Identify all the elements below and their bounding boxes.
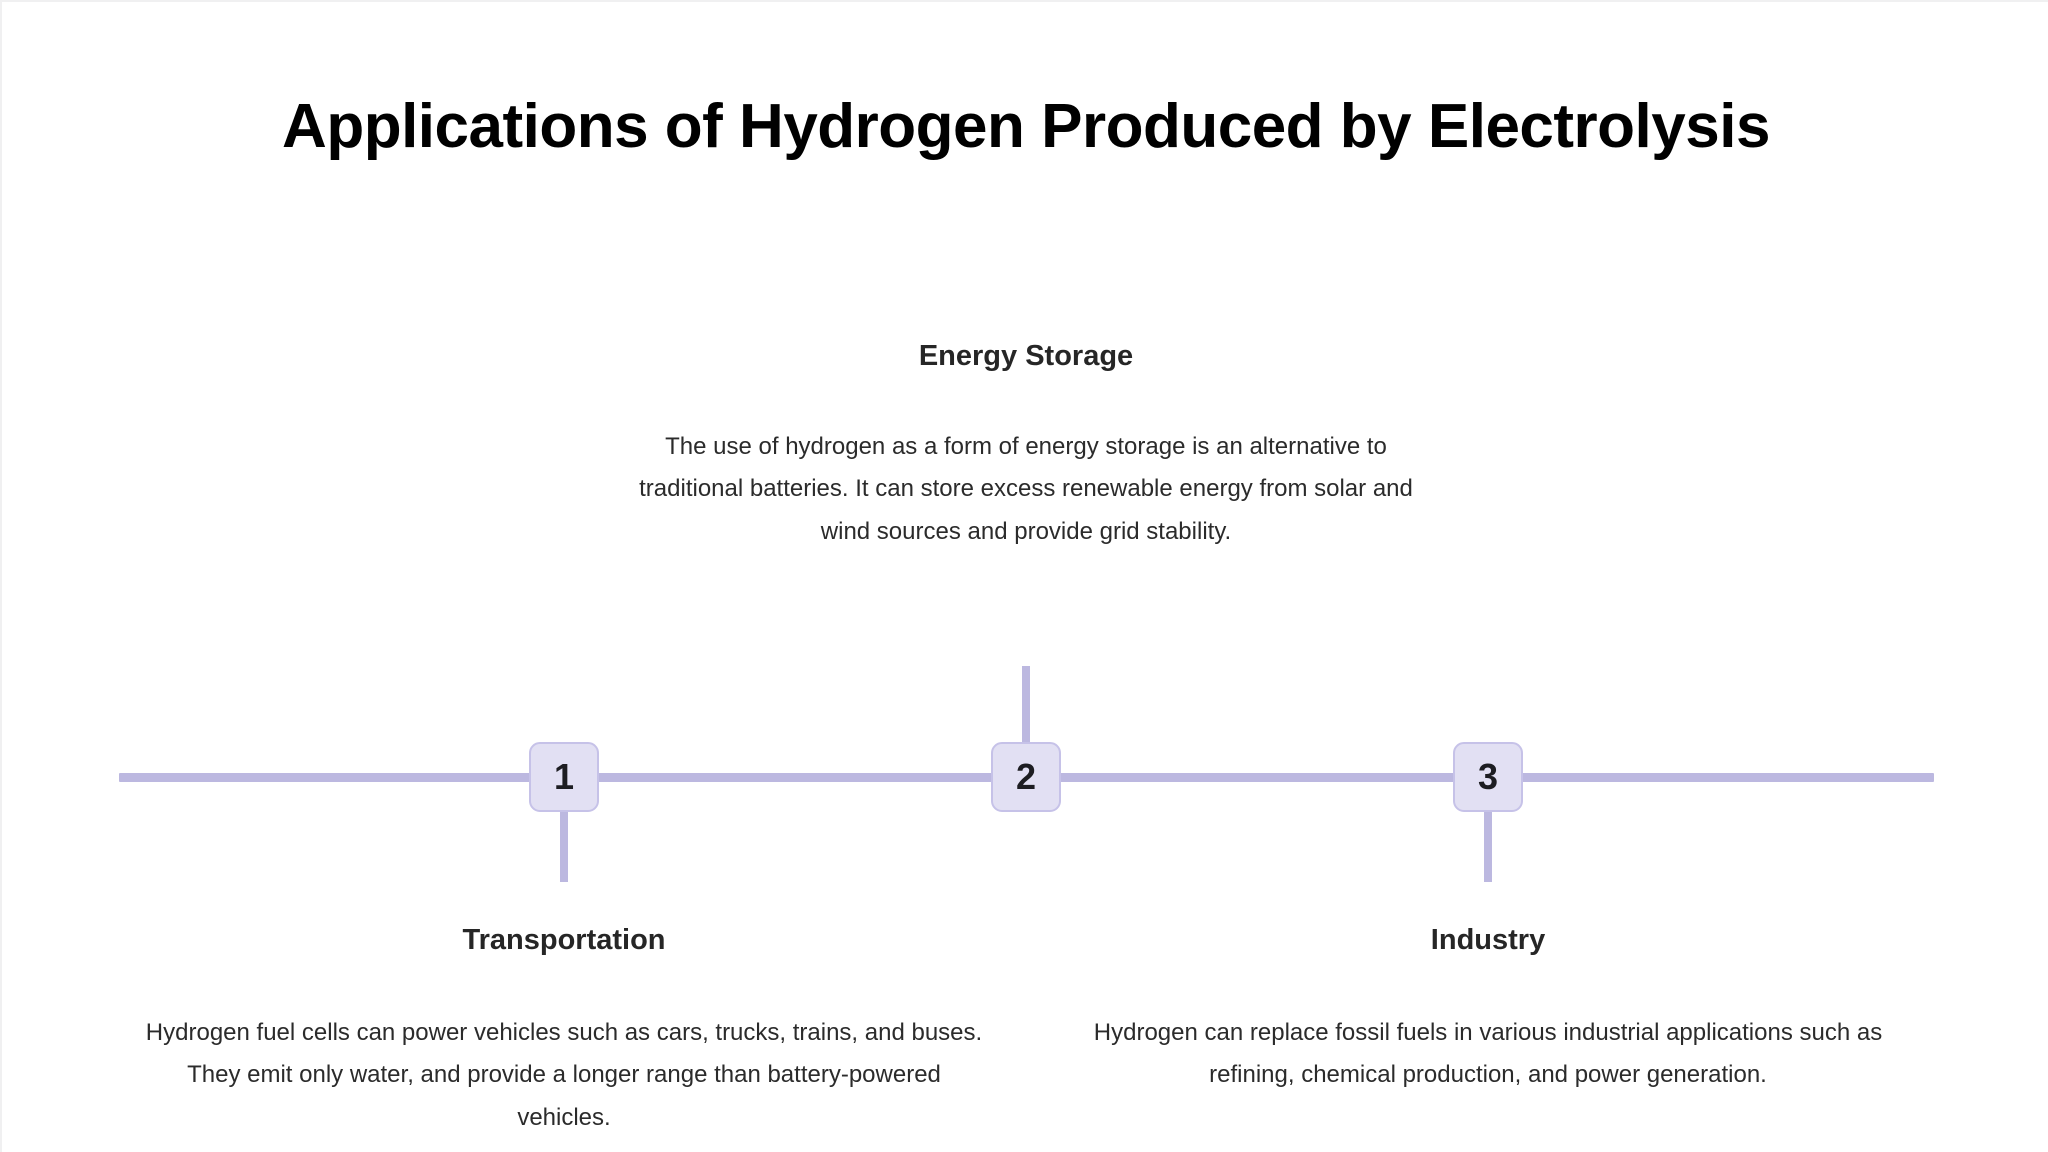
timeline-connector-2 bbox=[1022, 666, 1030, 746]
item-body: Hydrogen can replace fossil fuels in var… bbox=[1093, 1018, 1883, 1089]
timeline-item-industry: Industry Hydrogen can replace fossil fue… bbox=[1068, 922, 1908, 1097]
timeline-connector-3 bbox=[1484, 802, 1492, 882]
timeline-item-transportation: Transportation Hydrogen fuel cells can p… bbox=[144, 922, 984, 1140]
timeline-connector-1 bbox=[560, 802, 568, 882]
item-body: The use of hydrogen as a form of energy … bbox=[639, 432, 1413, 546]
timeline-node-1[interactable]: 1 bbox=[529, 742, 599, 812]
item-heading: Industry bbox=[1430, 924, 1546, 956]
timeline-item-energy-storage: Energy Storage The use of hydrogen as a … bbox=[626, 338, 1426, 554]
timeline-node-2[interactable]: 2 bbox=[991, 742, 1061, 812]
item-body: Hydrogen fuel cells can power vehicles s… bbox=[145, 1018, 983, 1132]
item-heading: Transportation bbox=[462, 924, 666, 956]
item-heading: Energy Storage bbox=[918, 340, 1134, 372]
page-title: Applications of Hydrogen Produced by Ele… bbox=[282, 92, 1770, 161]
timeline-node-3[interactable]: 3 bbox=[1453, 742, 1523, 812]
